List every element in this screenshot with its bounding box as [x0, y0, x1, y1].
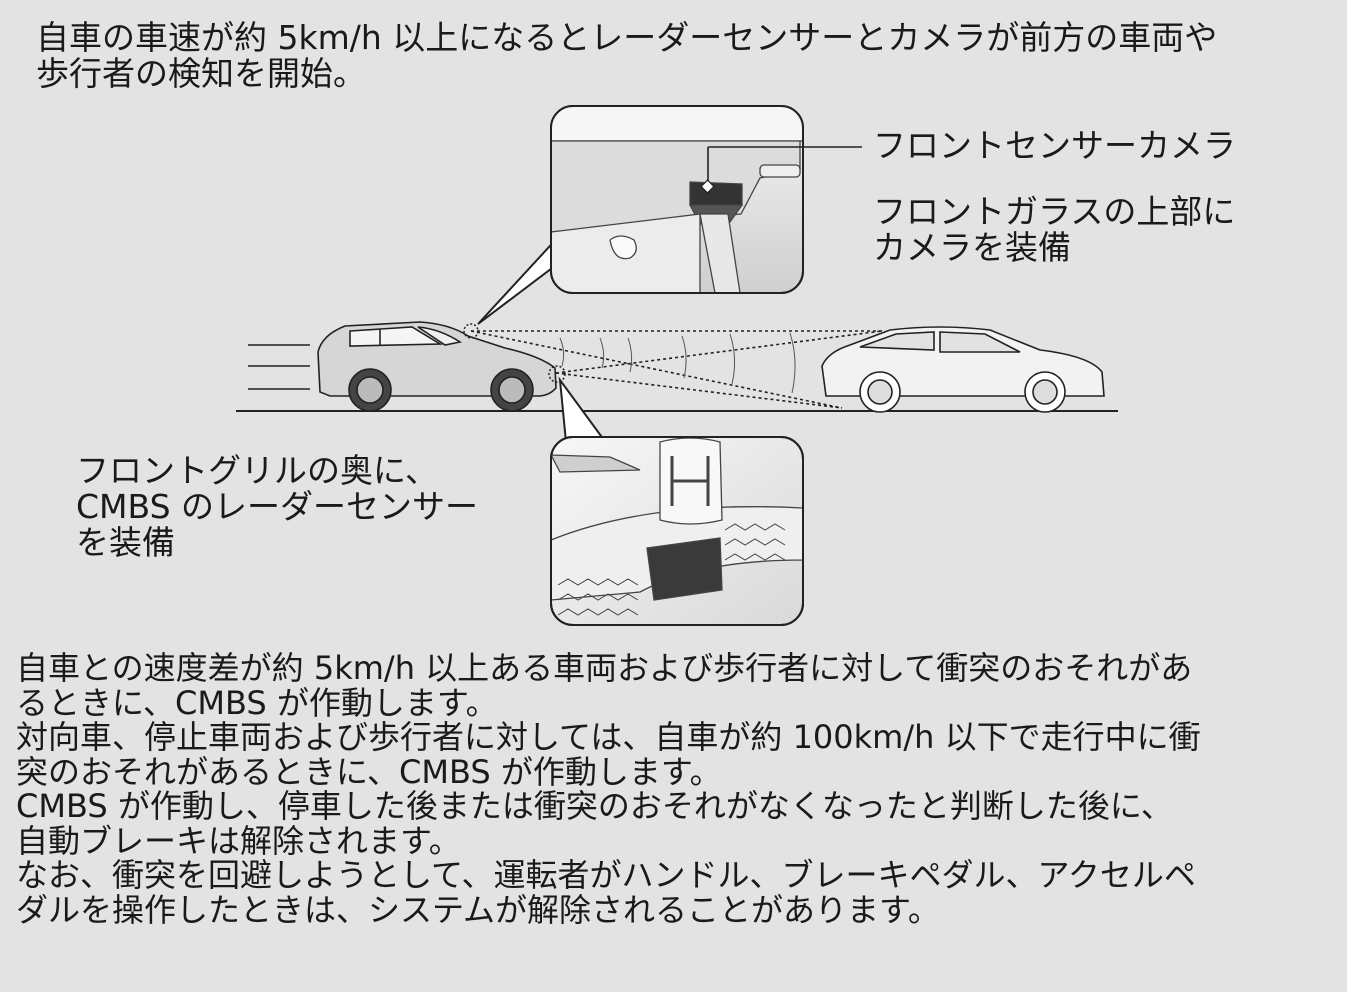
radar-location-marker — [548, 365, 566, 383]
camera-callout — [477, 105, 862, 325]
speed-lines — [248, 344, 310, 390]
cone-arcs — [559, 332, 796, 394]
body-line: CMBS が作動し、停車した後または衝突のおそれがなくなったと判断した後に、 — [16, 787, 1173, 825]
body-line: ダルを操作したときは、システムが解除されることがあります。 — [16, 890, 940, 929]
intro-line: 自車の車速が約 5km/h 以上になるとレーダーセンサーとカメラが前方の車両や — [36, 18, 1218, 57]
camera-title: フロントセンサーカメラ — [873, 126, 1236, 165]
radar-description-line: フロントグリルの奥に、 — [76, 451, 439, 490]
body-text: 自車との速度差が約 5km/h 以上ある車両および歩行者に対して衝突のおそれがあ… — [16, 651, 1201, 927]
radar-callout — [550, 376, 804, 626]
intro-text: 自車の車速が約 5km/h 以上になるとレーダーセンサーとカメラが前方の車両や … — [36, 20, 1217, 92]
body-line: 自動ブレーキは解除されます。 — [16, 821, 461, 860]
body-line: 自車との速度差が約 5km/h 以上ある車両および歩行者に対して衝突のおそれがあ — [16, 649, 1193, 687]
body-line: なお、衝突を回避しようとして、運転者がハンドル、ブレーキペダル、アクセルペ — [16, 856, 1196, 894]
body-line: 突のおそれがあるときに、CMBS が作動します。 — [16, 752, 722, 791]
detection-cone — [470, 330, 883, 409]
radar-description: フロントグリルの奥に、 CMBS のレーダーセンサー を装備 — [76, 453, 478, 561]
radar-description-line: CMBS のレーダーセンサー — [76, 487, 479, 526]
body-line: 対向車、停止車両および歩行者に対しては、自車が約 100km/h 以下で走行中に… — [16, 718, 1201, 756]
camera-description-line: カメラを装備 — [873, 228, 1071, 267]
camera-description: フロントガラスの上部に カメラを装備 — [873, 194, 1235, 266]
radar-description-line: を装備 — [76, 523, 175, 562]
body-line: るときに、CMBS が作動します。 — [16, 683, 498, 722]
target-vehicle-sedan — [821, 326, 1105, 413]
camera-description-line: フロントガラスの上部に — [873, 192, 1236, 231]
camera-location-marker — [463, 323, 479, 339]
intro-line: 歩行者の検知を開始。 — [36, 54, 366, 93]
own-vehicle-suv — [317, 321, 557, 412]
